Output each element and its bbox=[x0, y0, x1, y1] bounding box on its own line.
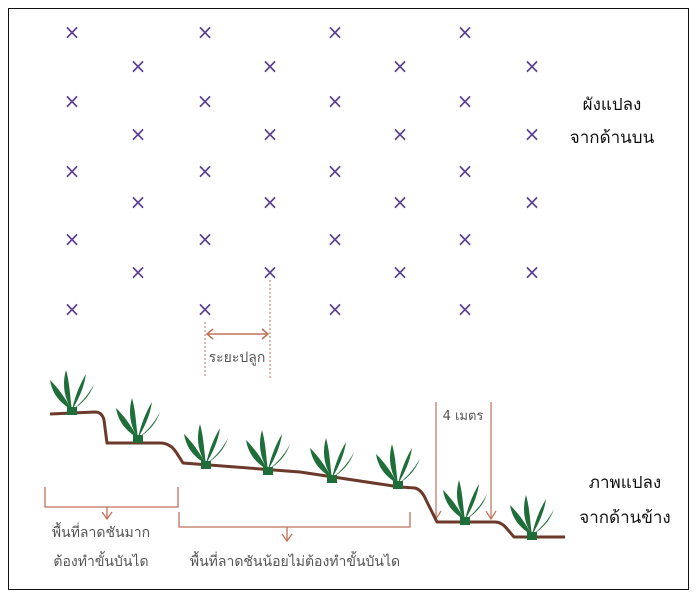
side-view-title-line2: จากด้านข้าง bbox=[579, 508, 670, 528]
planting-marker: × bbox=[262, 122, 279, 146]
steep-area-label-line2: ต้องทำขั้นบันได bbox=[53, 551, 148, 570]
planting-marker: × bbox=[64, 20, 81, 44]
plant-7 bbox=[443, 480, 487, 525]
top-view-title-line1: ผังแปลง bbox=[583, 95, 642, 115]
planting-marker: × bbox=[457, 227, 474, 251]
side-view-title-line1: ภาพแปลง bbox=[589, 473, 661, 493]
planting-marker: × bbox=[262, 190, 279, 214]
planting-marker: × bbox=[327, 297, 344, 321]
planting-marker: × bbox=[327, 227, 344, 251]
plant-8 bbox=[510, 495, 554, 540]
planting-marker: × bbox=[197, 159, 214, 183]
planting-marker: × bbox=[524, 122, 541, 146]
four-meter-indicator: 4 เมตร bbox=[430, 402, 497, 521]
planting-marker: × bbox=[457, 20, 474, 44]
spacing-arrow-left-head bbox=[205, 328, 214, 340]
planting-marker: × bbox=[392, 122, 409, 146]
planting-marker: × bbox=[524, 260, 541, 284]
top-view-grid: × × × × × × × × × × × × × × × × × × × × × × × × × × × × × × × × × × × × bbox=[64, 20, 541, 321]
planting-marker: × bbox=[64, 159, 81, 183]
spacing-arrow-right-head bbox=[261, 328, 270, 340]
planting-marker: × bbox=[457, 89, 474, 113]
planting-marker: × bbox=[327, 20, 344, 44]
steep-area-label-line1: พื้นที่ลาดชันมาก bbox=[52, 522, 150, 541]
planting-marker: × bbox=[524, 54, 541, 78]
plant-6 bbox=[376, 444, 420, 489]
spacing-label: ระยะปลูก bbox=[209, 350, 266, 366]
planting-marker: × bbox=[64, 227, 81, 251]
planting-marker: × bbox=[197, 20, 214, 44]
planting-marker: × bbox=[524, 190, 541, 214]
planting-marker: × bbox=[262, 54, 279, 78]
steep-area-bracket bbox=[44, 487, 179, 521]
planting-marker: × bbox=[457, 297, 474, 321]
terrain-profile bbox=[49, 410, 565, 539]
plant-2 bbox=[116, 398, 160, 443]
planting-marker: × bbox=[392, 260, 409, 284]
planting-marker: × bbox=[262, 260, 279, 284]
gentle-area-bracket bbox=[178, 512, 411, 543]
planting-marker: × bbox=[392, 190, 409, 214]
planting-marker: × bbox=[197, 227, 214, 251]
top-view-title-line2: จากด้านบน bbox=[570, 128, 655, 148]
planting-marker: × bbox=[64, 89, 81, 113]
four-meter-arrow-right bbox=[485, 510, 497, 521]
planting-marker: × bbox=[457, 159, 474, 183]
plant-5 bbox=[310, 438, 354, 483]
planting-marker: × bbox=[197, 89, 214, 113]
spacing-indicator: ระยะปลูก bbox=[204, 280, 271, 378]
plants bbox=[50, 370, 554, 540]
four-meter-label: 4 เมตร bbox=[443, 409, 484, 424]
diagram-frame bbox=[8, 8, 689, 590]
planting-marker: × bbox=[130, 260, 147, 284]
planting-marker: × bbox=[130, 190, 147, 214]
planting-marker: × bbox=[327, 159, 344, 183]
planting-marker: × bbox=[130, 122, 147, 146]
gentle-area-label: พื้นที่ลาดชันน้อยไม่ต้องทำขั้นบันได bbox=[190, 551, 400, 570]
planting-marker: × bbox=[130, 54, 147, 78]
planting-marker: × bbox=[64, 297, 81, 321]
plant-1 bbox=[50, 370, 94, 415]
planting-marker: × bbox=[327, 89, 344, 113]
planting-marker: × bbox=[392, 54, 409, 78]
planting-marker: × bbox=[197, 297, 214, 321]
